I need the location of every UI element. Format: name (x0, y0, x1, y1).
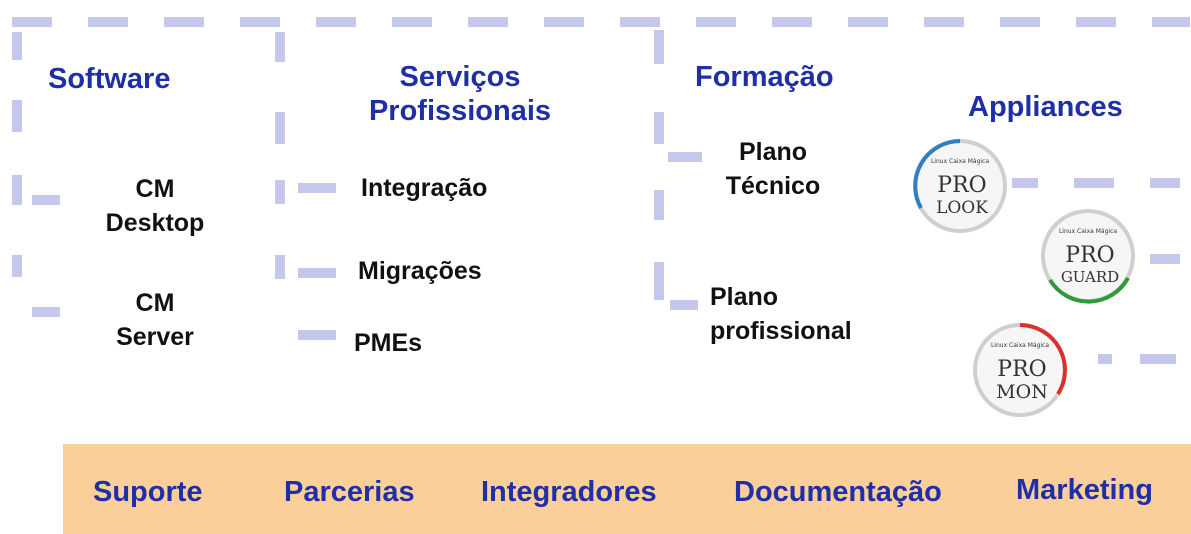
heading-line: Profissionais (368, 95, 552, 127)
training-heading: Formação (695, 61, 834, 93)
dash-segment (275, 180, 285, 204)
dash-segment (1000, 17, 1040, 27)
item-line: profissional (710, 317, 852, 345)
item-line: CM (135, 289, 175, 317)
dash-segment (32, 195, 60, 205)
services-item-integracao: Integração (361, 174, 488, 202)
dash-segment (88, 17, 128, 27)
dash-segment (654, 262, 664, 300)
item-line: CM (135, 175, 175, 203)
dash-segment (392, 17, 432, 27)
dash-segment (164, 17, 204, 27)
dash-segment (670, 300, 698, 310)
dash-segment (298, 183, 336, 193)
prolook-logo: Linux Caixa Mágica PRO LOOK (912, 138, 1008, 234)
dash-segment (316, 17, 356, 27)
services-item-migracoes: Migrações (358, 257, 482, 285)
heading-line: Serviços (399, 61, 521, 93)
dash-segment (240, 17, 280, 27)
dash-segment (668, 152, 702, 162)
item-line: Plano (710, 283, 779, 311)
dash-segment (848, 17, 888, 27)
badge-arc (1048, 277, 1130, 304)
item-line: Técnico (725, 172, 821, 200)
badge-brand: Linux Caixa Mágica (991, 342, 1049, 349)
badge-brand: Linux Caixa Mágica (1059, 228, 1117, 235)
dash-segment (298, 268, 336, 278)
dash-segment (468, 17, 508, 27)
dash-segment (1140, 354, 1176, 364)
footer-item-integradores: Integradores (481, 476, 657, 508)
footer-band: Suporte Parcerias Integradores Documenta… (63, 444, 1191, 534)
badge-word2: MON (996, 381, 1048, 403)
dash-segment (32, 307, 60, 317)
badge-word2: LOOK (936, 198, 988, 218)
dash-segment (772, 17, 812, 27)
dash-segment (1012, 178, 1038, 188)
dash-segment (1152, 17, 1190, 27)
dash-segment (275, 112, 285, 144)
badge-brand: Linux Caixa Mágica (931, 158, 989, 165)
dash-segment (12, 255, 22, 277)
proguard-logo: Linux Caixa Mágica PRO GUARD (1040, 208, 1136, 304)
dash-segment (1074, 178, 1114, 188)
promon-logo: Linux Caixa Mágica PRO MON (972, 322, 1068, 418)
dash-segment (12, 100, 22, 132)
dash-segment (654, 190, 664, 220)
dash-segment (654, 112, 664, 144)
dash-segment (275, 255, 285, 279)
software-item-server: CM Server (100, 286, 210, 354)
item-line: Desktop (105, 209, 205, 237)
dash-segment (12, 32, 22, 60)
badge-word1: PRO (937, 173, 986, 198)
item-line: Server (116, 323, 194, 351)
badge-word2: GUARD (1061, 268, 1119, 286)
services-heading: Serviços Profissionais (340, 60, 580, 128)
footer-item-documentacao: Documentação (734, 476, 942, 508)
training-item-tecnico: Plano Técnico (718, 135, 828, 203)
dash-segment (1150, 254, 1180, 264)
dash-segment (620, 17, 660, 27)
software-item-desktop: CM Desktop (100, 172, 210, 240)
dash-segment (1150, 178, 1180, 188)
dash-segment (654, 30, 664, 64)
training-item-profissional: Plano profissional (710, 280, 852, 348)
dash-segment (275, 32, 285, 62)
dash-segment (12, 175, 22, 205)
footer-item-parcerias: Parcerias (284, 476, 415, 508)
dash-segment (696, 17, 736, 27)
appliances-heading: Appliances (968, 91, 1123, 123)
dash-segment (12, 17, 52, 27)
badge-arc (913, 139, 961, 209)
badge-word1: PRO (1065, 243, 1114, 268)
dash-segment (1098, 354, 1112, 364)
badge-word1: PRO (997, 357, 1046, 382)
services-item-pmes: PMEs (354, 329, 423, 357)
footer-item-marketing: Marketing (1016, 474, 1153, 506)
dash-segment (924, 17, 964, 27)
dash-segment (298, 330, 336, 340)
dash-segment (544, 17, 584, 27)
badge-arc (1019, 323, 1067, 396)
item-line: Plano (738, 138, 808, 166)
software-heading: Software (48, 63, 171, 95)
dash-segment (1076, 17, 1116, 27)
footer-item-suporte: Suporte (93, 476, 203, 508)
